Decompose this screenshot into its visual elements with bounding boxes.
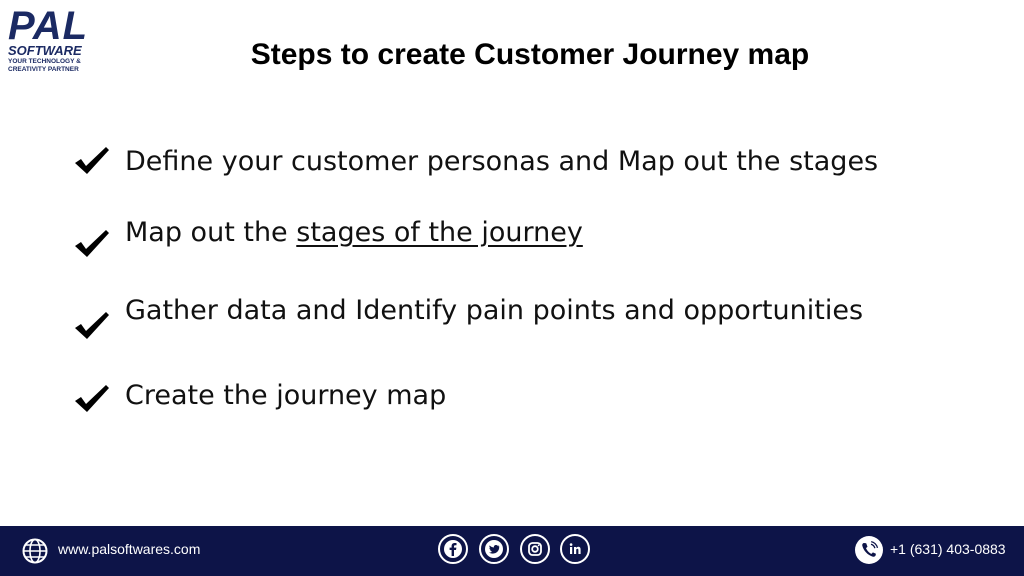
logo-sub-text: SOFTWARE — [8, 43, 82, 58]
footer-bar: www.palsoftwares.com +1 (631) 403-0883 — [0, 526, 1024, 576]
slide-title: Steps to create Customer Journey map — [250, 38, 810, 71]
step-text: Create the journey map — [125, 380, 447, 411]
step-text: Define your customer personas and Map ou… — [125, 146, 879, 177]
phone-icon — [855, 536, 883, 564]
stages-of-journey-link[interactable]: stages of the journey — [296, 217, 583, 248]
company-logo: PAL SOFTWARE YOUR TECHNOLOGY & CREATIVIT… — [8, 4, 108, 73]
twitter-icon[interactable] — [479, 534, 509, 564]
step-text: Gather data and Identify pain points and… — [125, 295, 864, 326]
website-link[interactable]: www.palsoftwares.com — [58, 541, 201, 557]
linkedin-icon[interactable] — [560, 534, 590, 564]
logo-tagline-line1: YOUR TECHNOLOGY & — [8, 58, 81, 65]
logo-tagline-line2: CREATIVITY PARTNER — [8, 66, 79, 73]
checkmark-icon — [75, 147, 109, 174]
facebook-icon[interactable] — [438, 534, 468, 564]
step-text: Map out the stages of the journey — [125, 217, 583, 248]
instagram-icon[interactable] — [520, 534, 550, 564]
logo-main-text: PAL — [8, 4, 89, 48]
checkmark-icon — [75, 385, 109, 412]
checkmark-icon — [75, 230, 109, 257]
step-text-prefix: Map out the — [125, 217, 297, 248]
phone-number[interactable]: +1 (631) 403-0883 — [890, 541, 1006, 557]
checkmark-icon — [75, 312, 109, 339]
globe-icon — [22, 538, 48, 564]
